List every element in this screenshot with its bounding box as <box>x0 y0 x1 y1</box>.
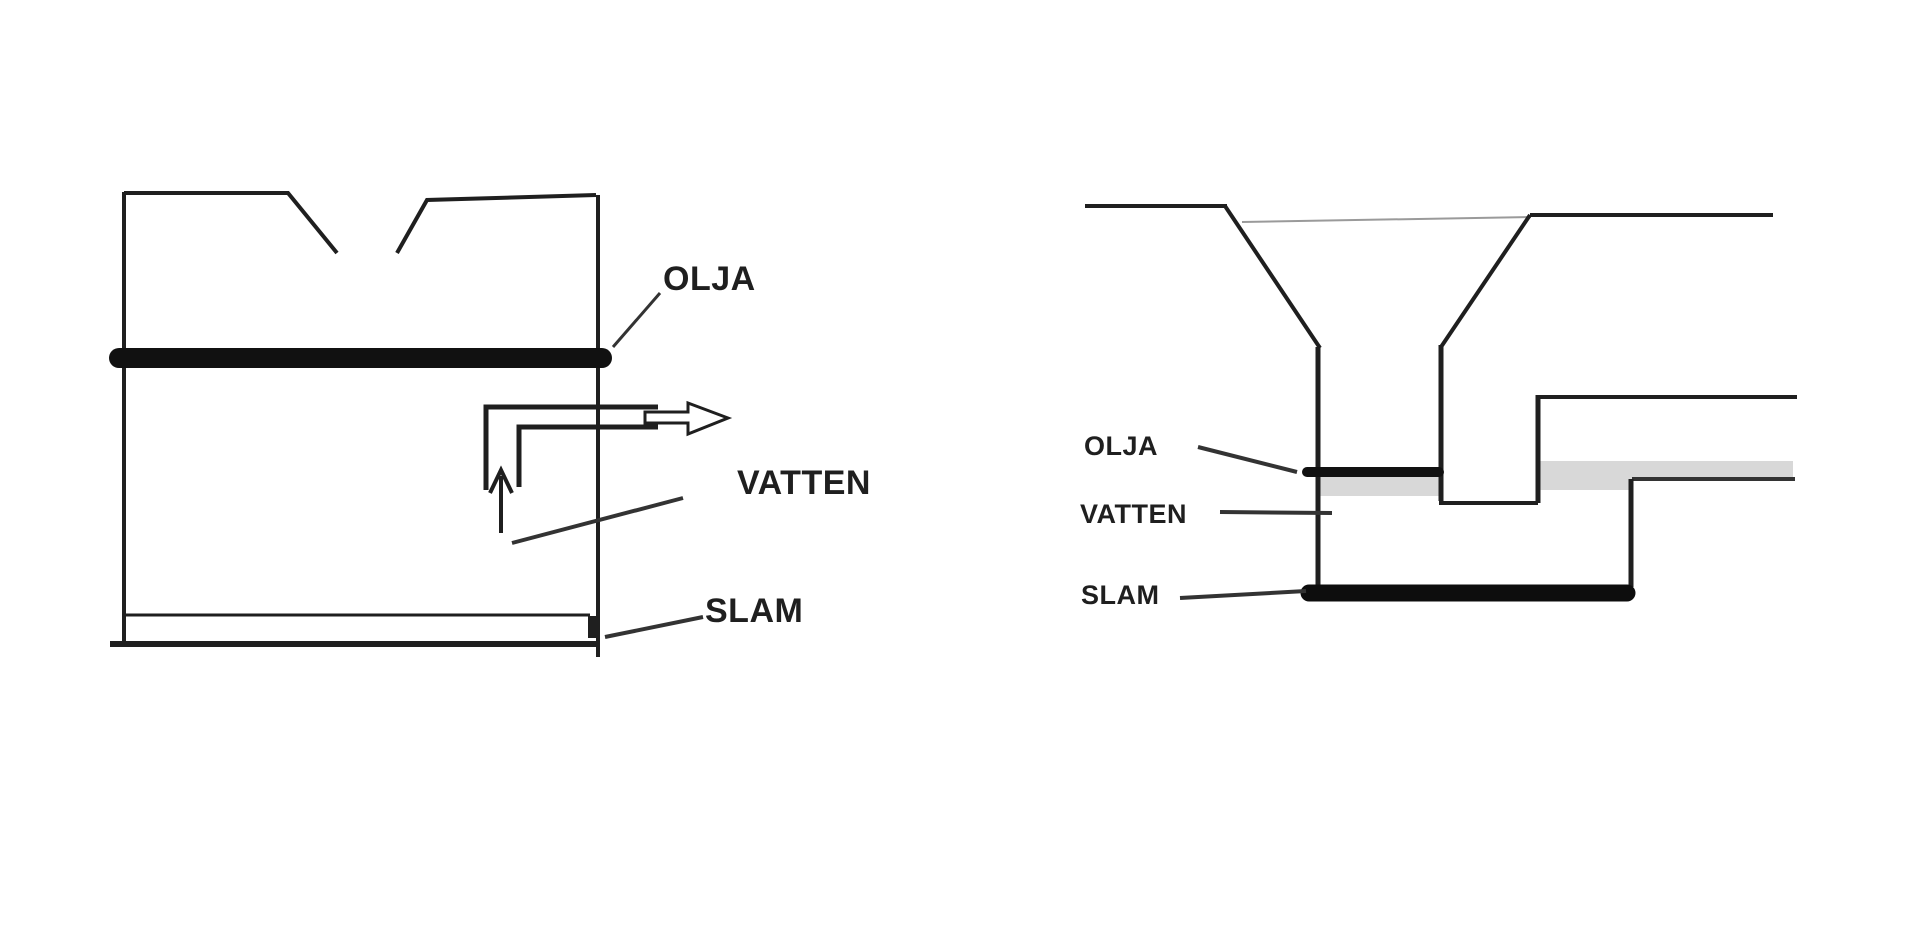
right-funnel-left-slope <box>1223 204 1322 350</box>
right-slam-leader-line <box>1179 589 1307 600</box>
left-oil-label: OLJA <box>663 260 756 298</box>
left-sludge-label: SLAM <box>705 592 804 630</box>
right-funnel-right-slope <box>1439 213 1532 349</box>
right-separator-diagram <box>1085 204 1797 602</box>
left-outlet-pipe-outer <box>483 404 658 490</box>
right-funnel-liquid-surface-thin-line <box>1241 216 1532 223</box>
left-separator-diagram <box>109 191 733 657</box>
left-slam-leader-line <box>604 615 704 639</box>
right-oil-label: OLJA <box>1084 431 1159 461</box>
right-olja-leader-line <box>1197 445 1298 474</box>
upflow-arrow-head-icon <box>488 465 514 494</box>
left-outlet-pipe-inner <box>516 424 658 487</box>
left-tank-top-edge-and-notch-left <box>124 191 339 255</box>
water-outflow-arrow-icon <box>643 400 733 437</box>
left-vatten-leader-line <box>511 496 684 545</box>
right-water-band-pocket <box>1540 461 1632 490</box>
right-water-label: VATTEN <box>1080 499 1187 529</box>
left-water-label: VATTEN <box>737 464 871 502</box>
left-tank-notch-right-and-top-edge <box>395 193 597 254</box>
right-sludge-label: SLAM <box>1081 580 1160 610</box>
right-vatten-leader-line <box>1219 510 1333 515</box>
left-sludge-right-block <box>588 616 600 638</box>
left-olja-leader-line <box>611 292 662 348</box>
right-water-band-stem <box>1320 477 1439 496</box>
